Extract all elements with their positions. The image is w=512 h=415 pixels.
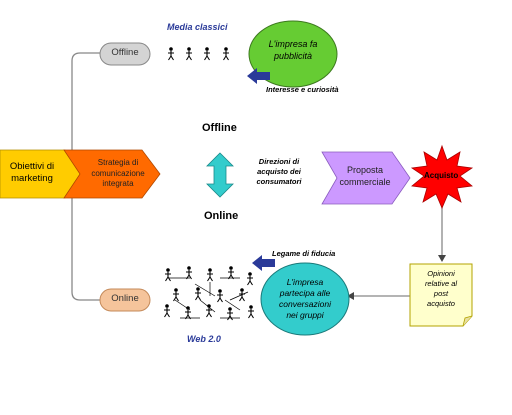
opinions-text: Opinioni relative al post acquisto <box>412 269 470 309</box>
media-classici-figures <box>167 46 230 61</box>
conversation-line-1: L'impresa <box>286 277 324 287</box>
opinions-line-3: post <box>433 289 449 298</box>
connector-lines <box>71 52 443 301</box>
directions-arrow <box>206 152 234 198</box>
interest-arrow <box>247 68 270 84</box>
objectives-line-2: marketing <box>11 173 53 184</box>
ad-bubble-text: L'impresa fa pubblicità <box>252 38 334 62</box>
offline-pill <box>99 42 151 66</box>
strategy-line-1: Strategia di <box>97 158 139 167</box>
opinions-line-1: Opinioni <box>427 269 455 278</box>
conversation-line-4: nei gruppi <box>286 310 324 320</box>
opinions-line-2: relative al <box>424 279 458 288</box>
strategy-shape <box>63 149 161 199</box>
conversation-line-2: partecipa alle <box>279 288 331 298</box>
ad-bubble-line-1: L'impresa fa <box>268 39 318 49</box>
web20-network <box>163 265 255 321</box>
conversation-bubble-text: L'impresa partecipa alle conversazioni n… <box>265 277 345 321</box>
directions-line-1: Direzioni di <box>258 157 300 166</box>
strategy-line-2: comunicazione <box>91 168 145 178</box>
proposal-line-1: Proposta <box>346 165 384 175</box>
interest-label: Interesse e curiosità <box>266 85 339 94</box>
conversation-bubble <box>260 262 350 336</box>
strategy-label: Strategia di comunicazione integrata <box>82 158 154 190</box>
conversation-line-3: conversazioni <box>279 299 331 309</box>
trust-label: Legame di fiducia <box>272 249 336 258</box>
online-pill-label: Online <box>111 293 139 304</box>
purchase-starburst <box>410 144 474 210</box>
trust-arrow <box>252 255 275 271</box>
web20-label: Web 2.0 <box>187 334 221 344</box>
offline-center-label: Offline <box>202 122 237 134</box>
arrow-to-conversation <box>347 292 354 300</box>
offline-pill-label: Offline <box>111 47 139 58</box>
ad-bubble <box>248 20 338 88</box>
proposal-label: Proposta commerciale <box>336 164 394 188</box>
arrow-to-opinions <box>438 255 446 262</box>
directions-line-2: acquisto dei <box>257 167 301 176</box>
online-center-label: Online <box>204 210 239 222</box>
note-fold <box>462 315 473 327</box>
objectives-line-1: Obiettivi di <box>9 161 55 172</box>
opinions-line-4: acquisto <box>427 299 455 308</box>
media-classici-label: Media classici <box>167 22 228 32</box>
online-pill <box>99 288 151 312</box>
directions-label: Direzioni di acquisto dei consumatori <box>246 157 312 187</box>
proposal-shape <box>321 151 411 205</box>
directions-line-3: consumatori <box>256 177 302 186</box>
purchase-label: Acquisto <box>424 171 459 180</box>
proposal-line-2: commerciale <box>339 177 391 187</box>
objectives-label: Obiettivi di marketing <box>2 161 62 185</box>
ad-bubble-line-2: pubblicità <box>273 51 313 61</box>
strategy-line-3: integrata <box>102 179 134 188</box>
